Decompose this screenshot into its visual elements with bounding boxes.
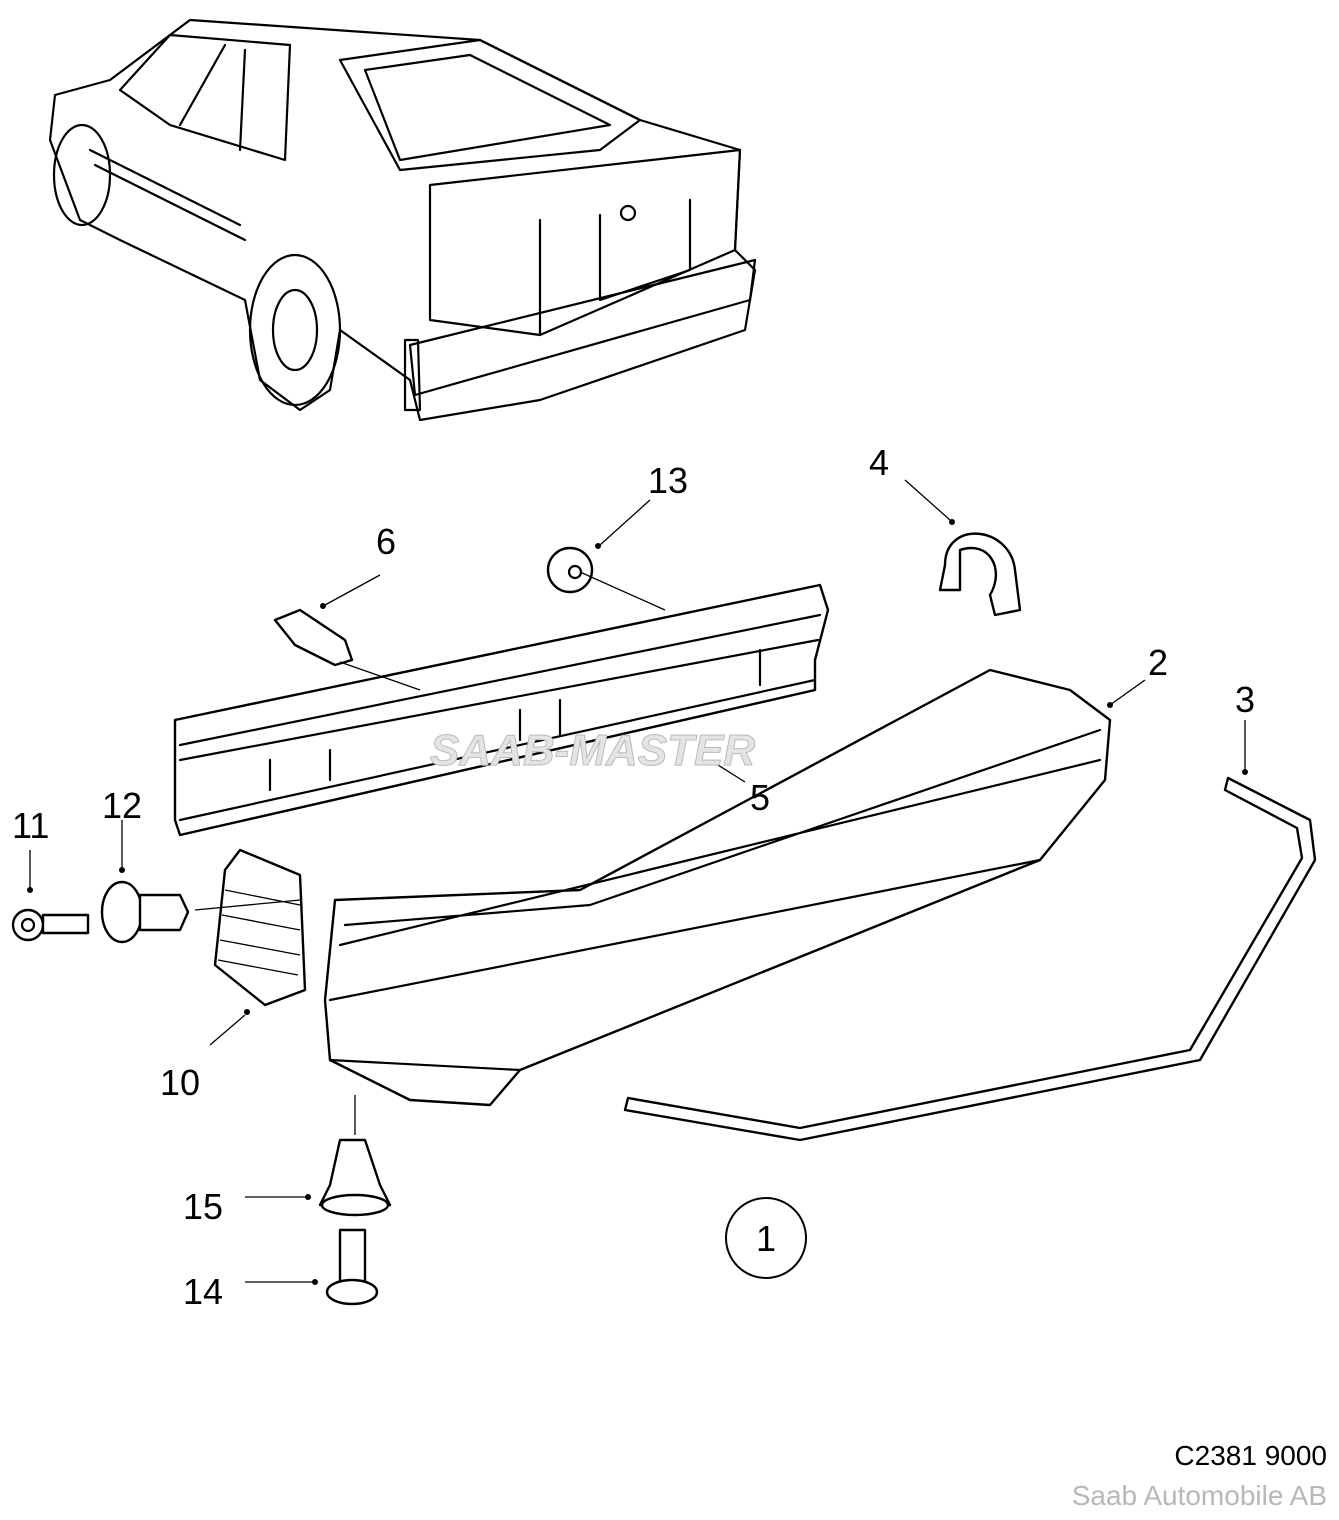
part-6-screw <box>273 608 354 667</box>
part-4-clip <box>938 532 1022 617</box>
part-2-bumper <box>323 668 1112 1107</box>
callout-6: 6 <box>376 521 396 562</box>
part-12-clip <box>100 880 190 944</box>
part-10-reflector <box>213 848 307 1007</box>
part-13-grommet <box>546 546 594 594</box>
callout-5: 5 <box>750 777 770 818</box>
callout-15: 15 <box>183 1186 223 1227</box>
callout-11: 11 <box>12 805 49 846</box>
watermark: SAAB-MASTER <box>430 726 755 775</box>
part-14-bolt <box>325 1228 379 1306</box>
leader-lines <box>27 479 1248 1285</box>
part-3-moulding-strip <box>623 776 1317 1142</box>
callout-3: 3 <box>1235 679 1255 720</box>
callout-2: 2 <box>1148 642 1168 683</box>
part-15-nut <box>318 1138 392 1217</box>
car-illustration <box>48 18 757 422</box>
callout-12: 12 <box>102 785 142 826</box>
callout-10: 10 <box>160 1062 200 1103</box>
callout-14: 14 <box>183 1271 223 1312</box>
callout-13: 13 <box>648 460 688 501</box>
callout-1: 1 <box>756 1218 776 1259</box>
part-5-energy-absorber <box>173 583 830 837</box>
part-11-screw <box>11 908 90 942</box>
copyright: Saab Automobile AB <box>1071 1480 1327 1511</box>
drawing-code: C2381 9000 <box>1174 1440 1327 1471</box>
callout-4: 4 <box>869 442 889 483</box>
callout-circle-1 <box>725 1197 807 1279</box>
